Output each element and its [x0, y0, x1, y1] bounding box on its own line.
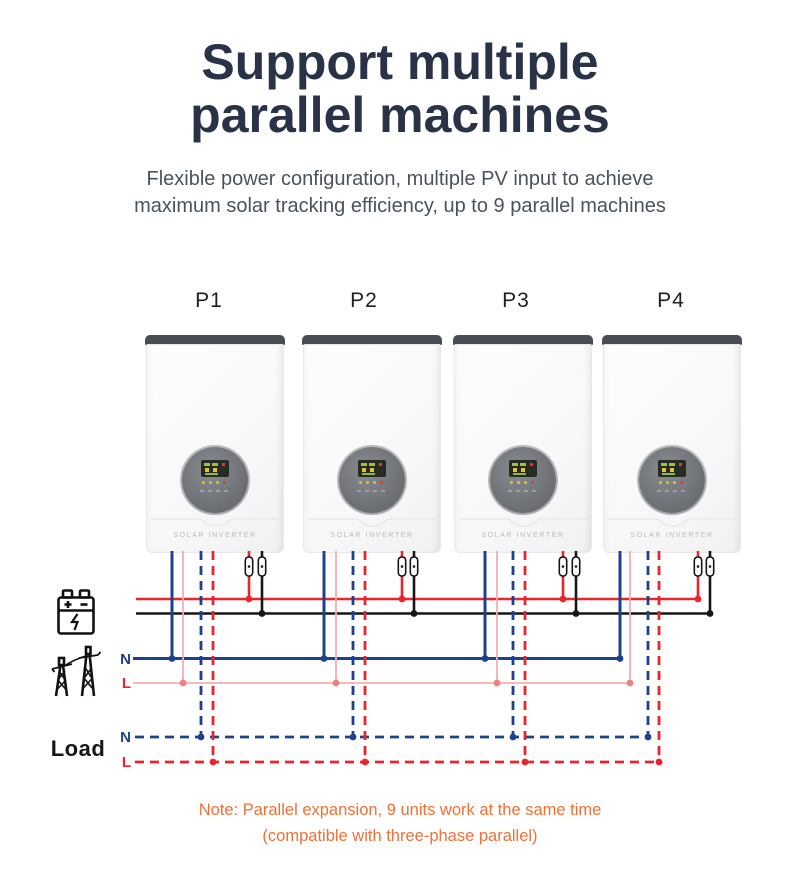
inverter-lcd-screen [509, 460, 537, 477]
footnote: Note: Parallel expansion, 9 units work a… [0, 797, 800, 849]
inverter-p3: SOLAR INVERTER [453, 335, 593, 553]
grid-n-wires [133, 551, 624, 662]
battery-icon [57, 589, 95, 635]
fuse-icon [257, 556, 715, 577]
load-l-label: L [121, 754, 131, 771]
load-l-wires [135, 551, 663, 766]
inverter-body: SOLAR INVERTER [303, 344, 441, 553]
inverter-body: SOLAR INVERTER [454, 344, 592, 553]
load-n-wires [135, 551, 652, 741]
inverter-top-cover [145, 335, 285, 345]
grid-l-wires [133, 551, 634, 687]
grid-l-label: L [121, 675, 131, 692]
inverter-brand-label: SOLAR INVERTER [481, 532, 565, 539]
inverter-body: SOLAR INVERTER [146, 344, 284, 553]
inverter-buttons [200, 490, 230, 492]
inverter-display-panel [339, 447, 405, 513]
page-subtitle: Flexible power configuration, multiple P… [0, 166, 800, 220]
battery-positive-wires [136, 551, 703, 603]
footnote-line1: Note: Parallel expansion, 9 units work a… [198, 801, 602, 819]
unit-label-p2: P2 [350, 289, 378, 312]
inverter-top-cover [453, 335, 593, 345]
page-title: Support multiple parallel machines [0, 36, 800, 142]
inverter-display-panel [639, 447, 705, 513]
inverter-top-cover [302, 335, 442, 345]
inverter-top-cover [602, 335, 742, 345]
inverter-status-leds [202, 481, 228, 484]
inverter-p2: SOLAR INVERTER [302, 335, 442, 553]
inverter-display-panel [182, 447, 248, 513]
footnote-line2: (compatible with three-phase parallel) [262, 827, 538, 845]
inverter-p1: SOLAR INVERTER [145, 335, 285, 553]
inverter-body: SOLAR INVERTER [603, 344, 741, 553]
inverter-seam [608, 518, 738, 527]
inverter-seam [308, 518, 438, 527]
inverter-status-leds [359, 481, 385, 484]
inverter-status-leds [510, 481, 536, 484]
inverter-brand-label: SOLAR INVERTER [330, 532, 414, 539]
inverter-brand-label: SOLAR INVERTER [630, 532, 714, 539]
inverter-buttons [357, 490, 387, 492]
unit-label-p1: P1 [195, 289, 223, 312]
inverter-lcd-screen [201, 460, 229, 477]
inverter-seam [459, 518, 589, 527]
page-title-line2: parallel machines [190, 87, 610, 143]
inverter-lcd-screen [358, 460, 386, 477]
page-subtitle-line2: maximum solar tracking efficiency, up to… [134, 195, 666, 217]
inverter-buttons [508, 490, 538, 492]
inverter-p4: SOLAR INVERTER [602, 335, 742, 553]
inverter-lcd-screen [658, 460, 686, 477]
page-title-line1: Support multiple [201, 34, 599, 90]
inverter-seam [151, 518, 281, 527]
transmission-towers-icon [51, 645, 102, 697]
grid-n-label: N [120, 650, 131, 668]
inverter-status-leds [659, 481, 685, 484]
battery-negative-wires [136, 551, 715, 617]
inverter-buttons [657, 490, 687, 492]
unit-label-p3: P3 [502, 289, 530, 312]
fuse-icon [244, 556, 703, 577]
page-subtitle-line1: Flexible power configuration, multiple P… [146, 168, 654, 190]
inverter-display-panel [490, 447, 556, 513]
load-n-label: N [120, 729, 131, 746]
inverter-brand-label: SOLAR INVERTER [173, 532, 257, 539]
load-label: Load [50, 736, 106, 761]
unit-label-p4: P4 [657, 289, 685, 312]
